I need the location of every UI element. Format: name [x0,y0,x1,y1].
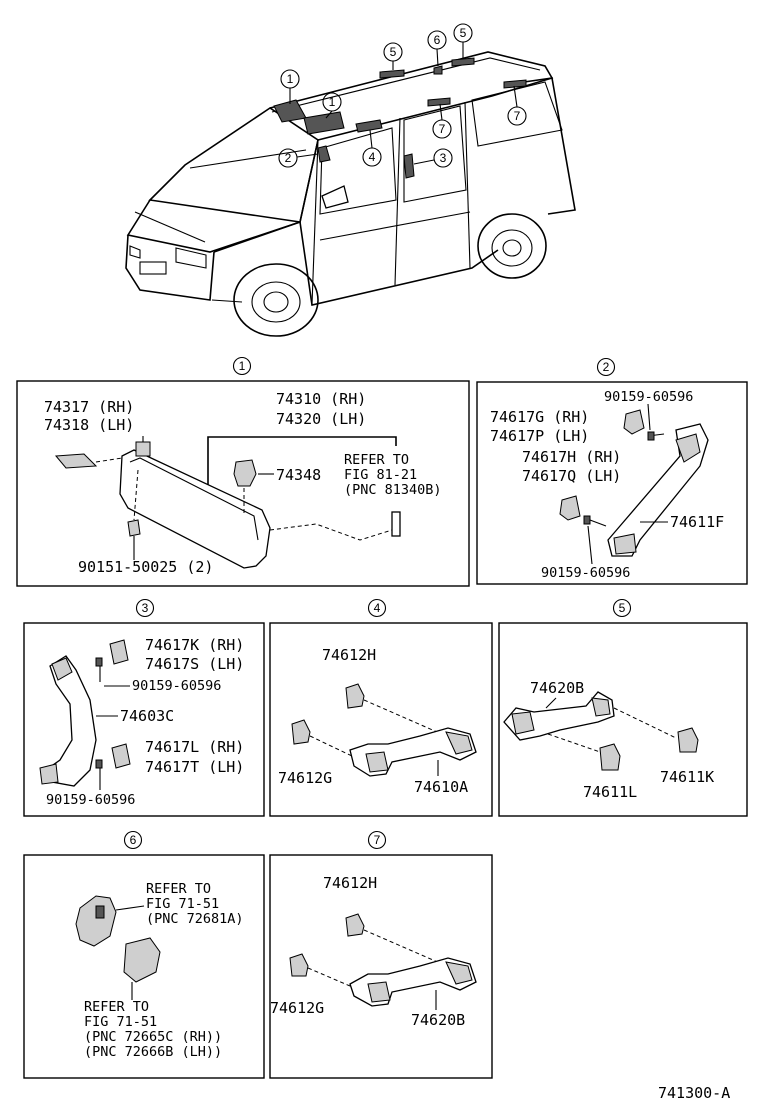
label-74612g: 74612G [270,999,324,1017]
svg-text:4: 4 [369,150,376,164]
label-74610a: 74610A [414,778,468,796]
svg-text:6: 6 [434,33,441,47]
callout-5a: 5 [383,42,403,70]
label-90151: 90151-50025 (2) [78,558,213,576]
label-74620b: 74620B [530,679,584,697]
label-74310: 74310 (RH) [276,390,366,408]
visor-clip [54,453,98,469]
label-74612g: 74612G [278,769,332,787]
refer2-line-3: (PNC 72665C (RH)) [84,1029,222,1045]
cover-74612g [291,719,311,745]
refer1-line-3: (PNC 72681A) [146,911,244,927]
refer-line-3: (PNC 81340B) [344,482,442,498]
label-90159-bot: 90159-60596 [541,565,630,581]
callout-4: 4 [362,129,382,167]
label-74611l: 74611L [583,783,637,801]
vehicle-illustration: 1 1 2 3 4 5 6 [125,23,576,337]
svg-text:5: 5 [619,601,626,615]
callout-3: 3 [413,148,453,168]
refer-line-2: FIG 81-21 [344,467,417,483]
svg-text:5: 5 [390,45,397,59]
svg-text:6: 6 [130,833,137,847]
callout-2: 2 [278,148,319,168]
callout-1b: 1 [322,92,342,119]
callout-5b: 5 [453,23,473,58]
svg-text:7: 7 [374,833,381,847]
hook-cover [123,937,161,983]
svg-text:2: 2 [603,360,610,374]
refer2-line-2: FIG 71-51 [84,1014,157,1030]
cover-74617g [623,409,645,435]
label-74611k: 74611K [660,768,714,786]
refer1-line-1: REFER TO [146,881,211,897]
panel-2: 2 90159-60596 74617G (RH) 74617P (LH) 74… [476,357,748,585]
cover-74612h [345,683,365,709]
cover-74611l [599,743,621,771]
label-74611f: 74611F [670,513,724,531]
refer2-line-4: (PNC 72666B (LH)) [84,1044,222,1060]
svg-text:3: 3 [440,151,447,165]
label-74617k: 74617K (RH) [145,636,244,654]
label-74620b: 74620B [411,1011,465,1029]
sun-visor [119,449,271,569]
label-74612h: 74612H [323,874,377,892]
refer2-line-1: REFER TO [84,999,149,1015]
label-74320: 74320 (LH) [276,410,366,428]
visor-holder [233,459,257,487]
svg-text:7: 7 [439,122,446,136]
panel-3: 3 74617K (RH) 74617S (LH) 90159-60596 74… [23,598,265,817]
svg-text:7: 7 [514,109,521,123]
coat-hook [75,895,117,947]
label-74617s: 74617S (LH) [145,655,244,673]
refer-line-1: REFER TO [344,452,409,468]
panel-5: 5 74620B 74611L 74611K [498,598,748,817]
label-74348: 74348 [276,466,321,484]
label-74617p: 74617P (LH) [490,427,589,445]
svg-text:1: 1 [239,359,246,373]
panel-7: 7 74612H 74612G 74620B [269,830,493,1079]
label-74617g: 74617G (RH) [490,408,589,426]
label-90159-top: 90159-60596 [132,678,221,694]
label-74603c: 74603C [120,707,174,725]
label-74617l: 74617L (RH) [145,738,244,756]
svg-text:4: 4 [374,601,381,615]
callout-7a: 7 [432,103,452,139]
svg-text:1: 1 [329,95,336,109]
svg-text:1: 1 [287,72,294,86]
assist-grip-74603c [45,655,97,787]
label-74612h: 74612H [322,646,376,664]
panel-6: 6 REFER TO FIG 71-51 (PNC 72681A) REFER … [23,830,265,1079]
refer1-line-2: FIG 71-51 [146,896,219,912]
label-74617q: 74617Q (LH) [522,467,621,485]
cover-74617h [559,495,581,521]
label-90159-bot: 90159-60596 [46,792,135,808]
svg-text:2: 2 [285,151,292,165]
cover-74611k [677,727,699,753]
label-74617t: 74617T (LH) [145,758,244,776]
label-74318: 74318 (LH) [44,416,134,434]
figure-code: 741300-A [658,1084,730,1102]
cover-74612g [289,953,309,977]
label-90159-top: 90159-60596 [604,389,693,405]
panel-4: 4 74612H 74612G 74610A [269,598,493,817]
callout-6: 6 [427,30,447,67]
label-74617h: 74617H (RH) [522,448,621,466]
panel-1: 1 74317 (RH) 74318 (LH) 74310 (RH) 74320… [16,356,470,587]
svg-text:3: 3 [142,601,149,615]
callout-1a: 1 [280,69,300,104]
callout-7b: 7 [507,85,527,126]
cover-74612h [345,913,365,937]
svg-text:5: 5 [460,26,467,40]
label-74317: 74317 (RH) [44,398,134,416]
